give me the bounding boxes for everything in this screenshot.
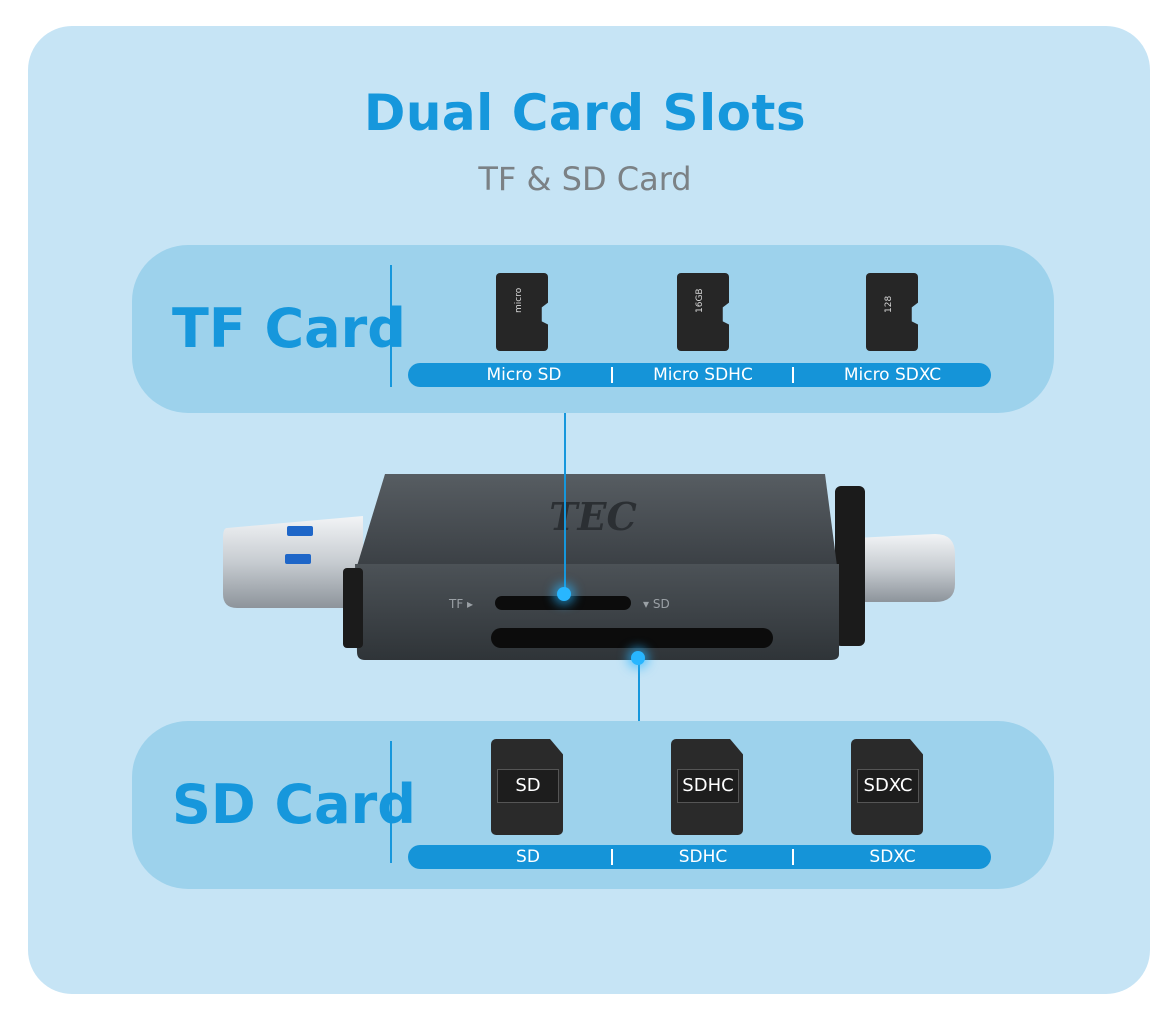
sd-slot-indicator: [631, 651, 645, 665]
sd-type-sdhc: SDHC: [678, 847, 728, 867]
usb-pin-icon: [287, 526, 313, 536]
tf-card-group: TF Card micro 16GB 128 Micro SD Micro SD…: [132, 245, 1054, 413]
micro-sdxc-card-print: 128: [884, 295, 894, 313]
sd-type-bar: SD SDHC SDXC: [408, 845, 991, 869]
micro-sdxc-card-icon: 128: [866, 273, 918, 351]
sdxc-card-icon: SDXC: [851, 739, 923, 835]
tf-slot-marker: TF ▸: [448, 597, 473, 611]
sd-type-sd: SD: [516, 847, 540, 867]
sd-card-group: SD Card SD SDHC SDXC SD SDHC SDXC: [132, 721, 1054, 889]
sd-card-label: SD Card: [172, 773, 416, 836]
card-reader-image: TEC TF ▸ ▾ SD: [223, 474, 955, 660]
micro-sdhc-card-print: 16GB: [695, 288, 705, 313]
tf-slot: [495, 596, 631, 610]
usb-pin-icon: [285, 554, 311, 564]
tf-divider: [390, 265, 392, 387]
sd-type-separator: [792, 849, 794, 865]
page-title: Dual Card Slots: [363, 84, 807, 142]
page-subtitle: TF & SD Card: [478, 160, 692, 198]
brand-logo: TEC: [549, 494, 637, 539]
sd-divider: [390, 741, 392, 863]
sd-callout-line: [638, 662, 640, 722]
tf-card-label: TF Card: [172, 297, 406, 360]
tf-type-micro-sdhc: Micro SDHC: [653, 365, 753, 385]
tf-type-separator: [611, 367, 613, 383]
sd-card-icon: SD: [491, 739, 563, 835]
sdxc-card-print: SDXC: [857, 769, 919, 803]
tf-type-bar: Micro SD Micro SDHC Micro SDXC: [408, 363, 991, 387]
micro-sdhc-card-icon: 16GB: [677, 273, 729, 351]
tf-callout-line: [564, 413, 566, 593]
micro-sd-card-print: micro: [514, 287, 524, 313]
sd-card-print: SD: [497, 769, 559, 803]
tf-type-separator: [792, 367, 794, 383]
sd-slot: [491, 628, 773, 648]
tf-type-micro-sd: Micro SD: [486, 365, 562, 385]
tf-slot-indicator: [557, 587, 571, 601]
sd-type-separator: [611, 849, 613, 865]
sd-type-sdxc: SDXC: [869, 847, 916, 867]
micro-sd-card-icon: micro: [496, 273, 548, 351]
sdhc-card-print: SDHC: [677, 769, 739, 803]
tf-type-micro-sdxc: Micro SDXC: [843, 365, 942, 385]
sd-slot-marker: ▾ SD: [643, 597, 670, 611]
sdhc-card-icon: SDHC: [671, 739, 743, 835]
